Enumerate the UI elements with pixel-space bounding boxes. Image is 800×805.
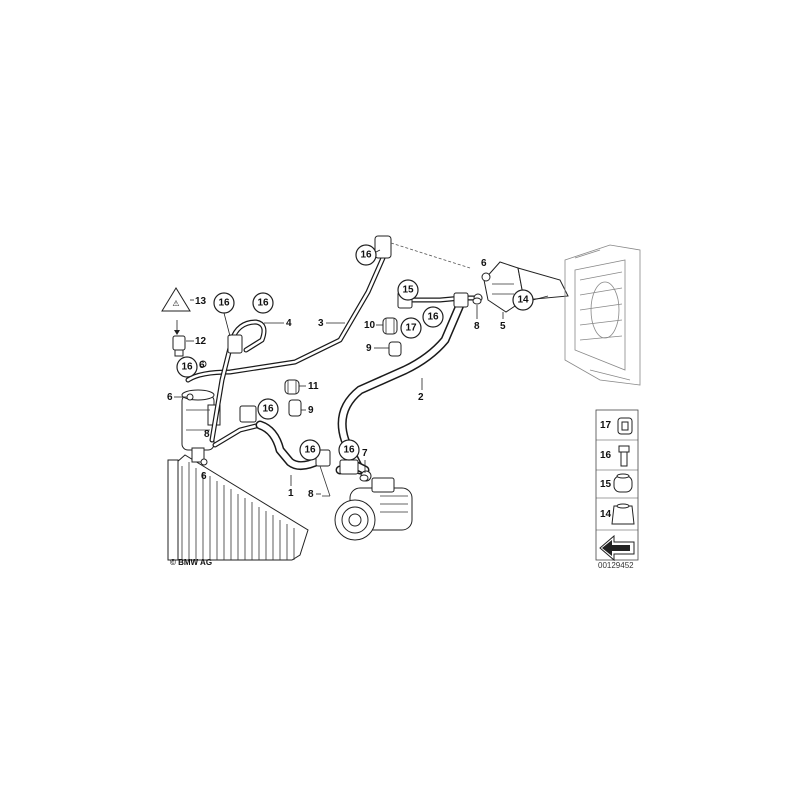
callout-8-a: 8 [204,429,210,440]
oring-7 [359,474,369,482]
legend-screw-icon [618,445,630,467]
refrigerant-pipe-4 [209,319,267,443]
svg-text:16: 16 [304,445,316,456]
svg-text:16: 16 [257,298,269,309]
callout-circle-15: 15 [397,279,419,301]
svg-text:⚠: ⚠ [172,299,179,308]
svg-text:16: 16 [262,404,274,415]
ac-compressor [334,470,413,541]
callout-circle-16-d: 16 [355,244,381,266]
pressure-switch [172,320,186,357]
condenser [167,454,309,561]
legend-rubber-mount-icon [613,473,633,493]
callout-7: 7 [362,448,368,459]
svg-text:14: 14 [517,295,529,306]
caution-label: ⚠ [161,287,191,312]
callout-8-b: 8 [308,489,314,500]
callout-circle-16-h: 16 [338,439,360,461]
callout-9-a: 9 [366,343,372,354]
callout-circle-16-c: 16 [176,356,198,378]
callout-6-d: 6 [481,258,487,269]
oring-8-upper [472,297,482,305]
svg-text:17: 17 [405,323,417,334]
callout-13: 13 [195,296,207,307]
suction-hose-2 [337,291,483,475]
direction-arrow-icon [599,534,635,562]
callout-10: 10 [364,320,376,331]
svg-text:16: 16 [218,298,230,309]
legend-bracket-mount-icon [611,503,635,525]
svg-text:16: 16 [427,312,439,323]
hvac-housing [564,244,641,386]
callout-circle-16-a: 16 [213,292,235,337]
parts-legend [595,409,639,562]
drawing-number: 00129452 [598,561,634,570]
callout-3: 3 [318,318,324,329]
callout-8-c: 8 [474,321,480,332]
callout-6-b: 6 [167,392,173,403]
legend-clip-icon [617,417,633,435]
callout-9-b: 9 [308,405,314,416]
bush-9-upper [388,341,402,357]
callout-12: 12 [195,336,207,347]
circled-callouts: 16 16 16 16 15 17 16 16 [176,244,549,461]
callout-circle-16-f: 16 [257,398,279,420]
legend-number-17: 17 [600,420,612,431]
svg-text:16: 16 [360,250,372,261]
callout-11: 11 [308,381,319,392]
svg-text:16: 16 [343,445,355,456]
callout-circle-16-b: 16 [252,292,274,314]
callout-2: 2 [418,392,424,403]
callout-6-a: 6 [199,360,205,371]
bush-9-lower [288,399,302,417]
svg-text:15: 15 [402,285,414,296]
callout-6-c: 6 [201,471,207,482]
bush-10 [382,317,398,335]
copyright-text: © BMW AG [170,558,212,567]
legend-number-16: 16 [600,450,612,461]
legend-number-15: 15 [600,479,612,490]
refrigerant-pipe-3 [185,235,471,383]
callout-circle-14: 14 [512,289,549,311]
callout-circle-16-g: 16 [299,439,321,461]
callout-labels: 13 12 4 3 6 6 8 6 10 9 11 9 2 1 8 7 6 8 … [167,258,612,520]
callout-4: 4 [286,318,292,329]
compressor-hose [335,459,370,475]
discharge-hose-1 [212,405,331,497]
callout-circle-16-e: 16 [422,306,444,328]
callout-1: 1 [288,488,294,499]
bush-11 [284,379,300,395]
callout-circle-17: 17 [400,317,422,339]
callout-5: 5 [500,321,506,332]
legend-number-14: 14 [600,509,612,520]
svg-text:16: 16 [181,362,193,373]
